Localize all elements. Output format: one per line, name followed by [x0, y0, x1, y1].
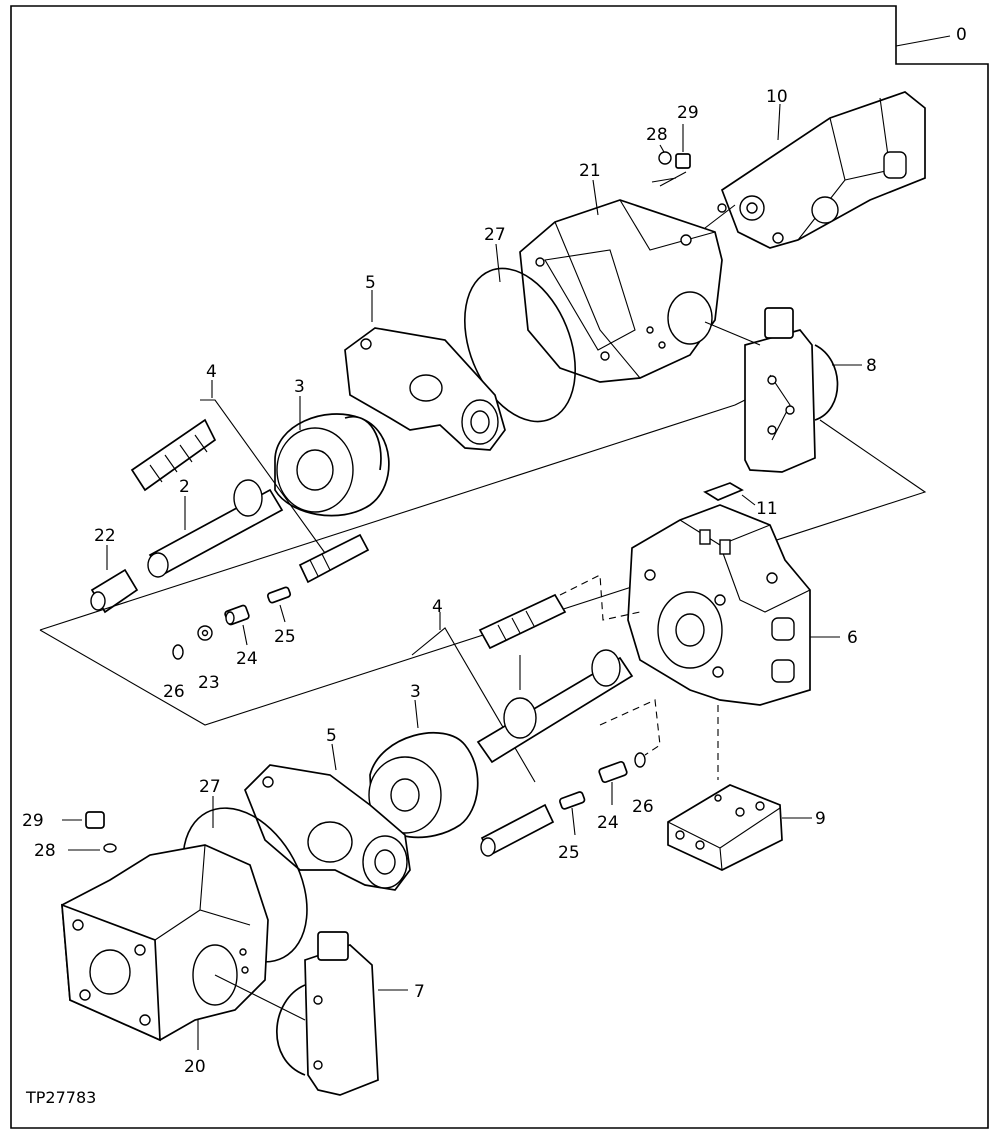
callout-3-upper: 3	[294, 377, 305, 397]
part-29-plug-lower	[85, 811, 105, 829]
part-29-plug-top	[675, 124, 691, 169]
callout-2: 2	[179, 477, 190, 497]
part-shaft-lower	[476, 649, 634, 764]
part-5-swashplate-lower	[244, 764, 411, 891]
part-4-piston-upper-a	[130, 418, 217, 492]
part-26-o-ring-lower	[634, 752, 646, 768]
callout-28-lower: 28	[34, 841, 56, 861]
part-28-o-ring-top	[658, 151, 672, 165]
bracket-4-upper	[200, 399, 331, 561]
part-5-swashplate-upper	[344, 327, 506, 451]
part-6-port-block	[627, 504, 811, 706]
part-24-spring-lower	[598, 760, 628, 784]
dash-line-lower	[559, 574, 641, 621]
leader-3-lower	[414, 699, 419, 729]
figure-id: TP27783	[25, 1088, 96, 1107]
alignment-line-upper	[39, 399, 746, 631]
part-25-pin-lower	[559, 791, 586, 810]
callout-10: 10	[766, 87, 788, 107]
callout-6: 6	[847, 628, 858, 648]
part-4-piston-upper-b	[298, 533, 370, 584]
callout-25-lower: 25	[558, 843, 580, 863]
leader-0	[895, 35, 951, 47]
align-21-to-10	[704, 204, 736, 229]
part-25-pin-upper	[266, 586, 292, 604]
callout-24-upper: 24	[236, 649, 258, 669]
callout-4-lower: 4	[432, 597, 443, 617]
leader-10	[777, 103, 781, 141]
part-27-o-ring-upper	[463, 267, 577, 423]
callout-27-lower: 27	[199, 777, 221, 797]
callout-7: 7	[414, 982, 425, 1002]
part-10-gear-pump	[717, 91, 926, 249]
part-28-o-ring-lower	[103, 843, 117, 853]
callout-24-lower: 24	[597, 813, 619, 833]
part-9-valve-block	[667, 784, 783, 871]
part-23-washer	[197, 625, 213, 641]
part-7-control-valve	[214, 931, 379, 1096]
part-20-housing	[61, 844, 269, 1042]
callout-20: 20	[184, 1057, 206, 1077]
callout-4-upper: 4	[206, 362, 217, 382]
callout-3-lower: 3	[410, 682, 421, 702]
callout-21: 21	[579, 161, 601, 181]
part-4-piston-lower-b	[480, 803, 555, 857]
callout-23: 23	[198, 673, 220, 693]
callout-5-lower: 5	[326, 726, 337, 746]
callout-28-top: 28	[646, 125, 668, 145]
callout-11: 11	[756, 499, 778, 519]
callout-25-upper: 25	[274, 627, 296, 647]
leader-5-lower	[331, 743, 337, 771]
leader-28-top	[659, 144, 665, 153]
part-24-spring-upper	[224, 604, 250, 626]
part-22-bushing	[90, 568, 139, 614]
callout-29-top: 29	[677, 103, 699, 123]
callout-26-upper: 26	[163, 682, 185, 702]
dash-line-lower-b	[599, 699, 661, 756]
callout-29-lower: 29	[22, 811, 44, 831]
align-21-to-8	[704, 321, 761, 346]
part-3-cylinder-block-upper	[274, 413, 390, 517]
leader-25-lower	[571, 807, 576, 836]
align-line-28-29	[651, 171, 687, 187]
leader-24-upper	[242, 624, 248, 646]
leader-21	[592, 179, 599, 216]
callout-22: 22	[94, 526, 116, 546]
callout-8: 8	[866, 356, 877, 376]
leader-25-upper	[279, 604, 286, 623]
part-11-gasket	[703, 482, 744, 501]
callout-0: 0	[956, 25, 967, 45]
part-2-shaft-upper	[147, 479, 284, 578]
callout-9: 9	[815, 809, 826, 829]
part-3-cylinder-block-lower	[368, 731, 479, 839]
diagram-border	[10, 5, 989, 1129]
alignment-line-lower-left	[39, 419, 927, 726]
callout-5-upper: 5	[365, 273, 376, 293]
leader-27-upper	[495, 243, 501, 283]
callout-26-lower: 26	[632, 797, 654, 817]
part-21-housing	[519, 199, 723, 383]
part-8-control-valve	[744, 307, 839, 473]
leader-11	[741, 494, 756, 506]
part-26-o-ring-upper	[172, 644, 184, 660]
part-4-piston-lower-a	[478, 593, 567, 650]
callout-27-upper: 27	[484, 225, 506, 245]
